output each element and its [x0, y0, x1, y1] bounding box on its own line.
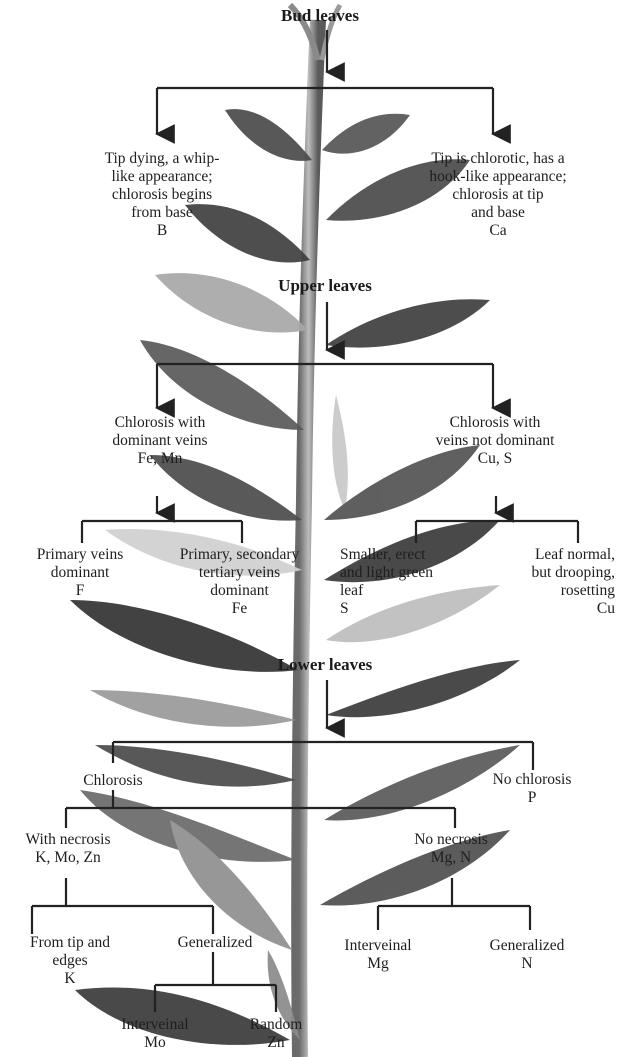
upper-left-line: Chlorosis with — [80, 414, 240, 432]
smaller-erect-element: S — [340, 600, 470, 618]
generalized-left-label: Generalized — [160, 934, 270, 952]
random-zn-label: Random Zn — [236, 1016, 316, 1052]
interveinal-mg-element: Mg — [328, 955, 428, 973]
tertiary-veins-label: Primary, secondary tertiary veins domina… — [152, 546, 327, 618]
no-chlorosis-line: No chlorosis — [462, 771, 602, 789]
generalized-n-element: N — [462, 955, 592, 973]
upper-leaves-heading: Upper leaves — [250, 276, 400, 296]
leaf — [322, 114, 410, 154]
bud-left-line: Tip dying, a whip- — [62, 150, 262, 168]
tip-edges-element: K — [5, 970, 135, 988]
leaf — [326, 299, 490, 347]
no-necrosis-label: No necrosis Mg, N — [396, 831, 506, 867]
leaf — [90, 690, 296, 727]
chlorosis-label: Chlorosis — [68, 772, 158, 790]
smaller-erect-line: and light green — [340, 564, 470, 582]
bud-leaves-heading: Bud leaves — [260, 6, 380, 26]
generalized-n-label: Generalized N — [462, 937, 592, 973]
with-necrosis-label: With necrosis K, Mo, Zn — [8, 831, 128, 867]
tertiary-veins-element: Fe — [152, 600, 327, 618]
generalized-n-line: Generalized — [462, 937, 592, 955]
bud-left-line: chlorosis begins — [62, 186, 262, 204]
bud-left-line: like appearance; — [62, 168, 262, 186]
primary-veins-line: dominant — [10, 564, 150, 582]
primary-veins-element: F — [10, 582, 150, 600]
tertiary-veins-line: tertiary veins — [152, 564, 327, 582]
interveinal-mg-label: Interveinal Mg — [328, 937, 428, 973]
bud-left-line: from base — [62, 204, 262, 222]
leaf-normal-line: Leaf normal, — [480, 546, 615, 564]
upper-left-line: dominant veins — [80, 432, 240, 450]
bud-right-line: chlorosis at tip — [398, 186, 598, 204]
tip-edges-label: From tip and edges K — [5, 934, 135, 988]
tip-edges-line: From tip and — [5, 934, 135, 952]
no-necrosis-line: No necrosis — [396, 831, 506, 849]
with-necrosis-element: K, Mo, Zn — [8, 849, 128, 867]
smaller-erect-line: Smaller, erect — [340, 546, 470, 564]
lower-leaves-heading: Lower leaves — [250, 655, 400, 675]
smaller-erect-label: Smaller, erect and light green leaf S — [340, 546, 470, 618]
bud-right-line: and base — [398, 204, 598, 222]
leaf-normal-line: but drooping, — [480, 564, 615, 582]
leaf — [332, 395, 348, 510]
interveinal-mo-label: Interveinal Mo — [100, 1016, 210, 1052]
tertiary-veins-line: dominant — [152, 582, 327, 600]
primary-veins-line: Primary veins — [10, 546, 150, 564]
smaller-erect-line: leaf — [340, 582, 470, 600]
upper-right-line: Chlorosis with — [410, 414, 580, 432]
with-necrosis-line: With necrosis — [8, 831, 128, 849]
upper-left-element: Fe, Mn — [80, 450, 240, 468]
tertiary-veins-line: Primary, secondary — [152, 546, 327, 564]
plant-stem — [299, 20, 318, 1057]
upper-right-label: Chlorosis with veins not dominant Cu, S — [410, 414, 580, 468]
bud-right-line: hook-like appearance; — [398, 168, 598, 186]
interveinal-mo-line: Interveinal — [100, 1016, 210, 1034]
leaf-normal-element: Cu — [480, 600, 615, 618]
tip-edges-line: edges — [5, 952, 135, 970]
random-zn-line: Random — [236, 1016, 316, 1034]
no-chlorosis-element: P — [462, 789, 602, 807]
interveinal-mo-element: Mo — [100, 1034, 210, 1052]
no-chlorosis-label: No chlorosis P — [462, 771, 602, 807]
random-zn-element: Zn — [236, 1034, 316, 1052]
upper-right-line: veins not dominant — [410, 432, 580, 450]
bud-right-label: Tip is chlorotic, has a hook-like appear… — [398, 150, 598, 240]
bud-left-element: B — [62, 222, 262, 240]
leaf-normal-label: Leaf normal, but drooping, rosetting Cu — [480, 546, 615, 618]
upper-left-label: Chlorosis with dominant veins Fe, Mn — [80, 414, 240, 468]
upper-right-element: Cu, S — [410, 450, 580, 468]
no-necrosis-element: Mg, N — [396, 849, 506, 867]
bud-right-element: Ca — [398, 222, 598, 240]
bud-right-line: Tip is chlorotic, has a — [398, 150, 598, 168]
interveinal-mg-line: Interveinal — [328, 937, 428, 955]
bud-left-label: Tip dying, a whip- like appearance; chlo… — [62, 150, 262, 240]
primary-veins-label: Primary veins dominant F — [10, 546, 150, 600]
leaf-normal-line: rosetting — [480, 582, 615, 600]
